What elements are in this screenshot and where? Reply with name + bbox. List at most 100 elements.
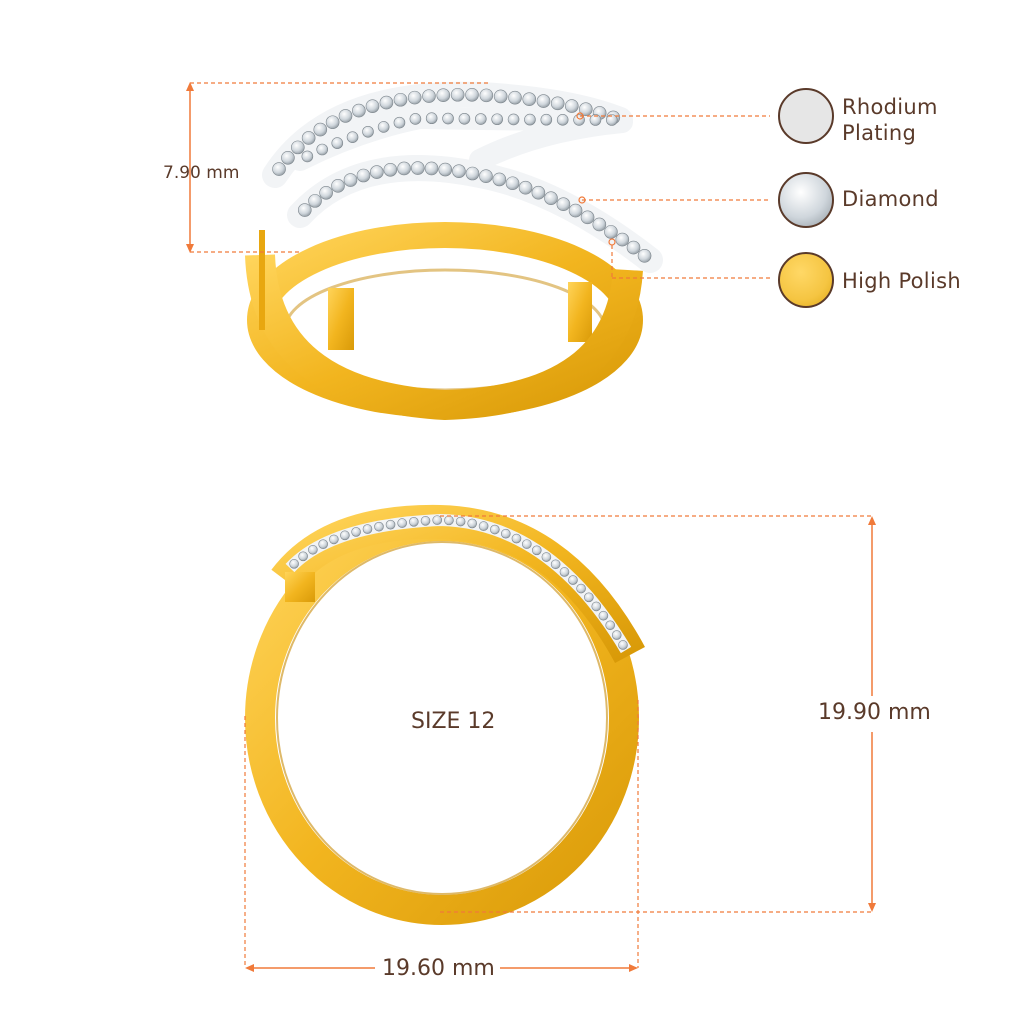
- diamond-stone: [522, 539, 532, 549]
- diamond-stone: [385, 519, 396, 530]
- diamond-stone: [362, 524, 373, 534]
- diamond-stone: [592, 217, 607, 232]
- diamond-stone: [492, 172, 507, 187]
- bottom-width-dimension-label: 19.60 mm: [382, 956, 495, 981]
- diamond-stone: [444, 515, 454, 526]
- ring-size-label: SIZE 12: [411, 709, 496, 734]
- diamond-stone: [556, 114, 569, 126]
- diamond-stone: [507, 113, 520, 126]
- diamond-stone: [329, 534, 339, 545]
- diamond-stone: [584, 592, 594, 603]
- top-width-dimension-label: 19.90 mm: [818, 700, 931, 725]
- diamond-stone: [606, 114, 618, 126]
- diamond-stone: [531, 545, 542, 556]
- pave-diamonds-front: [289, 515, 628, 650]
- diamond-stone: [452, 164, 466, 179]
- diamond-stone: [568, 203, 583, 218]
- diamond-stone: [281, 150, 295, 165]
- diamond-stone: [410, 161, 425, 175]
- diamond-stone: [301, 150, 314, 163]
- diamond-stone: [420, 516, 431, 526]
- diamond-stone: [319, 185, 333, 200]
- diamond-stone: [505, 176, 520, 191]
- diamond-stone: [352, 103, 366, 118]
- diamond-stone: [531, 185, 546, 200]
- diamond-stone: [377, 121, 390, 133]
- diamond-stone: [393, 92, 408, 107]
- diamond-stone: [369, 165, 384, 179]
- diamond-stone: [541, 552, 552, 562]
- diamond-stone: [450, 87, 465, 102]
- diamond-stone: [591, 601, 602, 612]
- diamond-stone: [490, 524, 500, 535]
- diamond-stone: [478, 521, 489, 531]
- diamond-stone: [536, 94, 551, 108]
- diamond-stone: [356, 168, 371, 183]
- gold-swatch-icon: [778, 252, 834, 308]
- diamond-stone: [313, 122, 328, 137]
- diamond-stone: [615, 232, 630, 247]
- diamond-stone: [518, 180, 533, 195]
- diamond-stone: [493, 89, 508, 104]
- diamond-stone: [544, 191, 558, 206]
- diamond-stone: [325, 115, 340, 130]
- diamond-stone: [436, 88, 451, 102]
- diamond-stone: [338, 109, 353, 123]
- diamond-stone: [374, 521, 384, 532]
- diamond-stone: [465, 87, 479, 102]
- diamond-stone: [467, 518, 477, 529]
- diamond-stone: [301, 131, 316, 145]
- diamond-stone: [522, 92, 537, 107]
- diamond-stone: [455, 516, 466, 527]
- diamond-stone: [422, 89, 436, 103]
- diamond-stone: [508, 90, 522, 105]
- legend-rhodium-line1: Rhodium: [842, 95, 938, 119]
- diamond-stone: [442, 112, 454, 125]
- diamond-stone: [573, 114, 585, 126]
- diamond-stone: [409, 113, 422, 125]
- diamond-stone: [346, 131, 359, 143]
- diamond-stone: [626, 240, 641, 255]
- diamond-stone: [598, 610, 609, 621]
- diamond-stone: [589, 114, 602, 126]
- pave-diamonds: [272, 87, 652, 263]
- diamond-stone: [618, 640, 628, 650]
- diamond-stone: [343, 173, 358, 187]
- diamond-stone: [331, 179, 345, 193]
- width-dimension-lines: [244, 515, 872, 968]
- diamond-stone: [580, 210, 595, 225]
- diamond-stone: [550, 559, 561, 570]
- diamond-stone: [479, 88, 494, 103]
- diamond-stone: [576, 583, 586, 594]
- diamond-stone: [540, 113, 553, 126]
- diamond-stone: [340, 530, 350, 541]
- ring-side-view: [245, 81, 663, 421]
- diamond-stone: [297, 203, 312, 217]
- diamond-stone: [407, 90, 422, 105]
- diamond-stone: [564, 99, 579, 113]
- legend-leader-lines: [580, 115, 770, 279]
- diamond-stone: [578, 102, 593, 116]
- diamond-stone: [397, 518, 407, 528]
- diamond-stone: [397, 161, 411, 176]
- diamond-stone: [475, 113, 487, 125]
- diamond-stone: [604, 225, 618, 239]
- diamond-stone: [362, 125, 374, 138]
- diamond-stone: [393, 116, 406, 129]
- rhodium-swatch-icon: [778, 88, 834, 144]
- diamond-stone: [550, 96, 565, 111]
- diamond-stone: [351, 527, 361, 537]
- height-dimension-lines: [190, 82, 490, 253]
- diamond-stone: [559, 567, 570, 577]
- diamond-stone: [458, 112, 471, 125]
- diamond-stone: [365, 99, 380, 113]
- diamond-stone: [491, 113, 503, 126]
- ring-front-view: [245, 504, 645, 925]
- diamond-stone: [479, 169, 493, 183]
- diamond-stone: [605, 620, 616, 631]
- diamond-stone: [500, 528, 511, 539]
- diamond-stone: [291, 140, 305, 155]
- diamond-stone: [511, 533, 522, 544]
- diamond-stone: [308, 544, 318, 555]
